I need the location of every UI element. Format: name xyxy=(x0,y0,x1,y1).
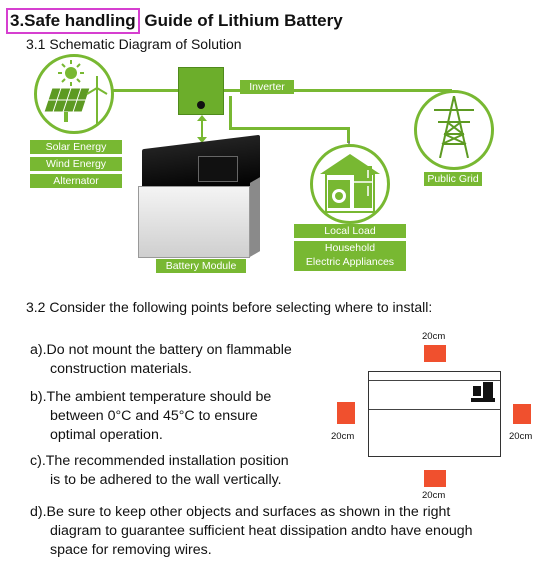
list-item: a).Do not mount the battery on flammable… xyxy=(30,342,292,377)
clearance-right-marker xyxy=(513,404,531,424)
pylon-icon xyxy=(434,96,474,158)
solar-panel-icon xyxy=(44,88,90,122)
up-down-arrow-icon xyxy=(197,115,207,143)
list-item: b).The ambient temperature should be bet… xyxy=(30,389,272,443)
clearance-right-label: 20cm xyxy=(509,431,533,442)
wind-turbine-icon xyxy=(86,76,108,126)
energy-label-wind: Wind Energy xyxy=(30,157,122,171)
washer-icon xyxy=(328,180,350,208)
household-label: Household xyxy=(294,241,406,255)
connector-line xyxy=(229,127,349,130)
inverter-box xyxy=(178,67,224,115)
battery-front-panel xyxy=(138,186,250,258)
fridge-icon xyxy=(354,166,372,208)
battery-side-panel xyxy=(250,177,260,257)
battery-outline-edge xyxy=(369,380,500,381)
battery-outline-divider xyxy=(369,409,500,410)
inverter-indicator-icon xyxy=(197,101,205,109)
section-heading-install: 3.2 Consider the following points before… xyxy=(26,299,433,315)
battery-display-icon xyxy=(198,156,238,182)
battery-outline-diagram xyxy=(368,371,501,457)
clearance-top-marker xyxy=(424,345,446,362)
inverter-label: Inverter xyxy=(240,80,294,94)
energy-label-alternator: Alternator xyxy=(30,174,122,188)
connector-line xyxy=(347,127,350,143)
clearance-top-label: 20cm xyxy=(422,331,446,342)
battery-module-image xyxy=(138,134,260,262)
connector-line xyxy=(224,89,452,92)
section-heading-schematic: 3.1 Schematic Diagram of Solution xyxy=(26,36,242,52)
clearance-left-label: 20cm xyxy=(331,431,355,442)
local-load-label: Local Load xyxy=(294,224,406,238)
sun-icon xyxy=(58,60,84,86)
title-highlight: 3.Safe handling xyxy=(6,8,140,34)
appliances-label: Electric Appliances xyxy=(294,255,406,271)
energy-label-solar: Solar Energy xyxy=(30,140,122,154)
battery-connector-icon xyxy=(471,382,495,402)
clearance-bottom-label: 20cm xyxy=(422,490,446,501)
public-grid-ring xyxy=(414,90,494,170)
clearance-bottom-marker xyxy=(424,470,446,487)
title-rest: Guide of Lithium Battery xyxy=(139,11,343,30)
battery-module-label: Battery Module xyxy=(156,259,246,273)
connector-line xyxy=(112,89,178,92)
page-title: 3.Safe handling Guide of Lithium Battery xyxy=(6,8,343,34)
connector-line xyxy=(229,96,232,128)
clearance-left-marker xyxy=(337,402,355,424)
list-item: d).Be sure to keep other objects and sur… xyxy=(30,504,473,558)
public-grid-label: Public Grid xyxy=(424,172,482,186)
list-item: c).The recommended installation position… xyxy=(30,453,289,488)
